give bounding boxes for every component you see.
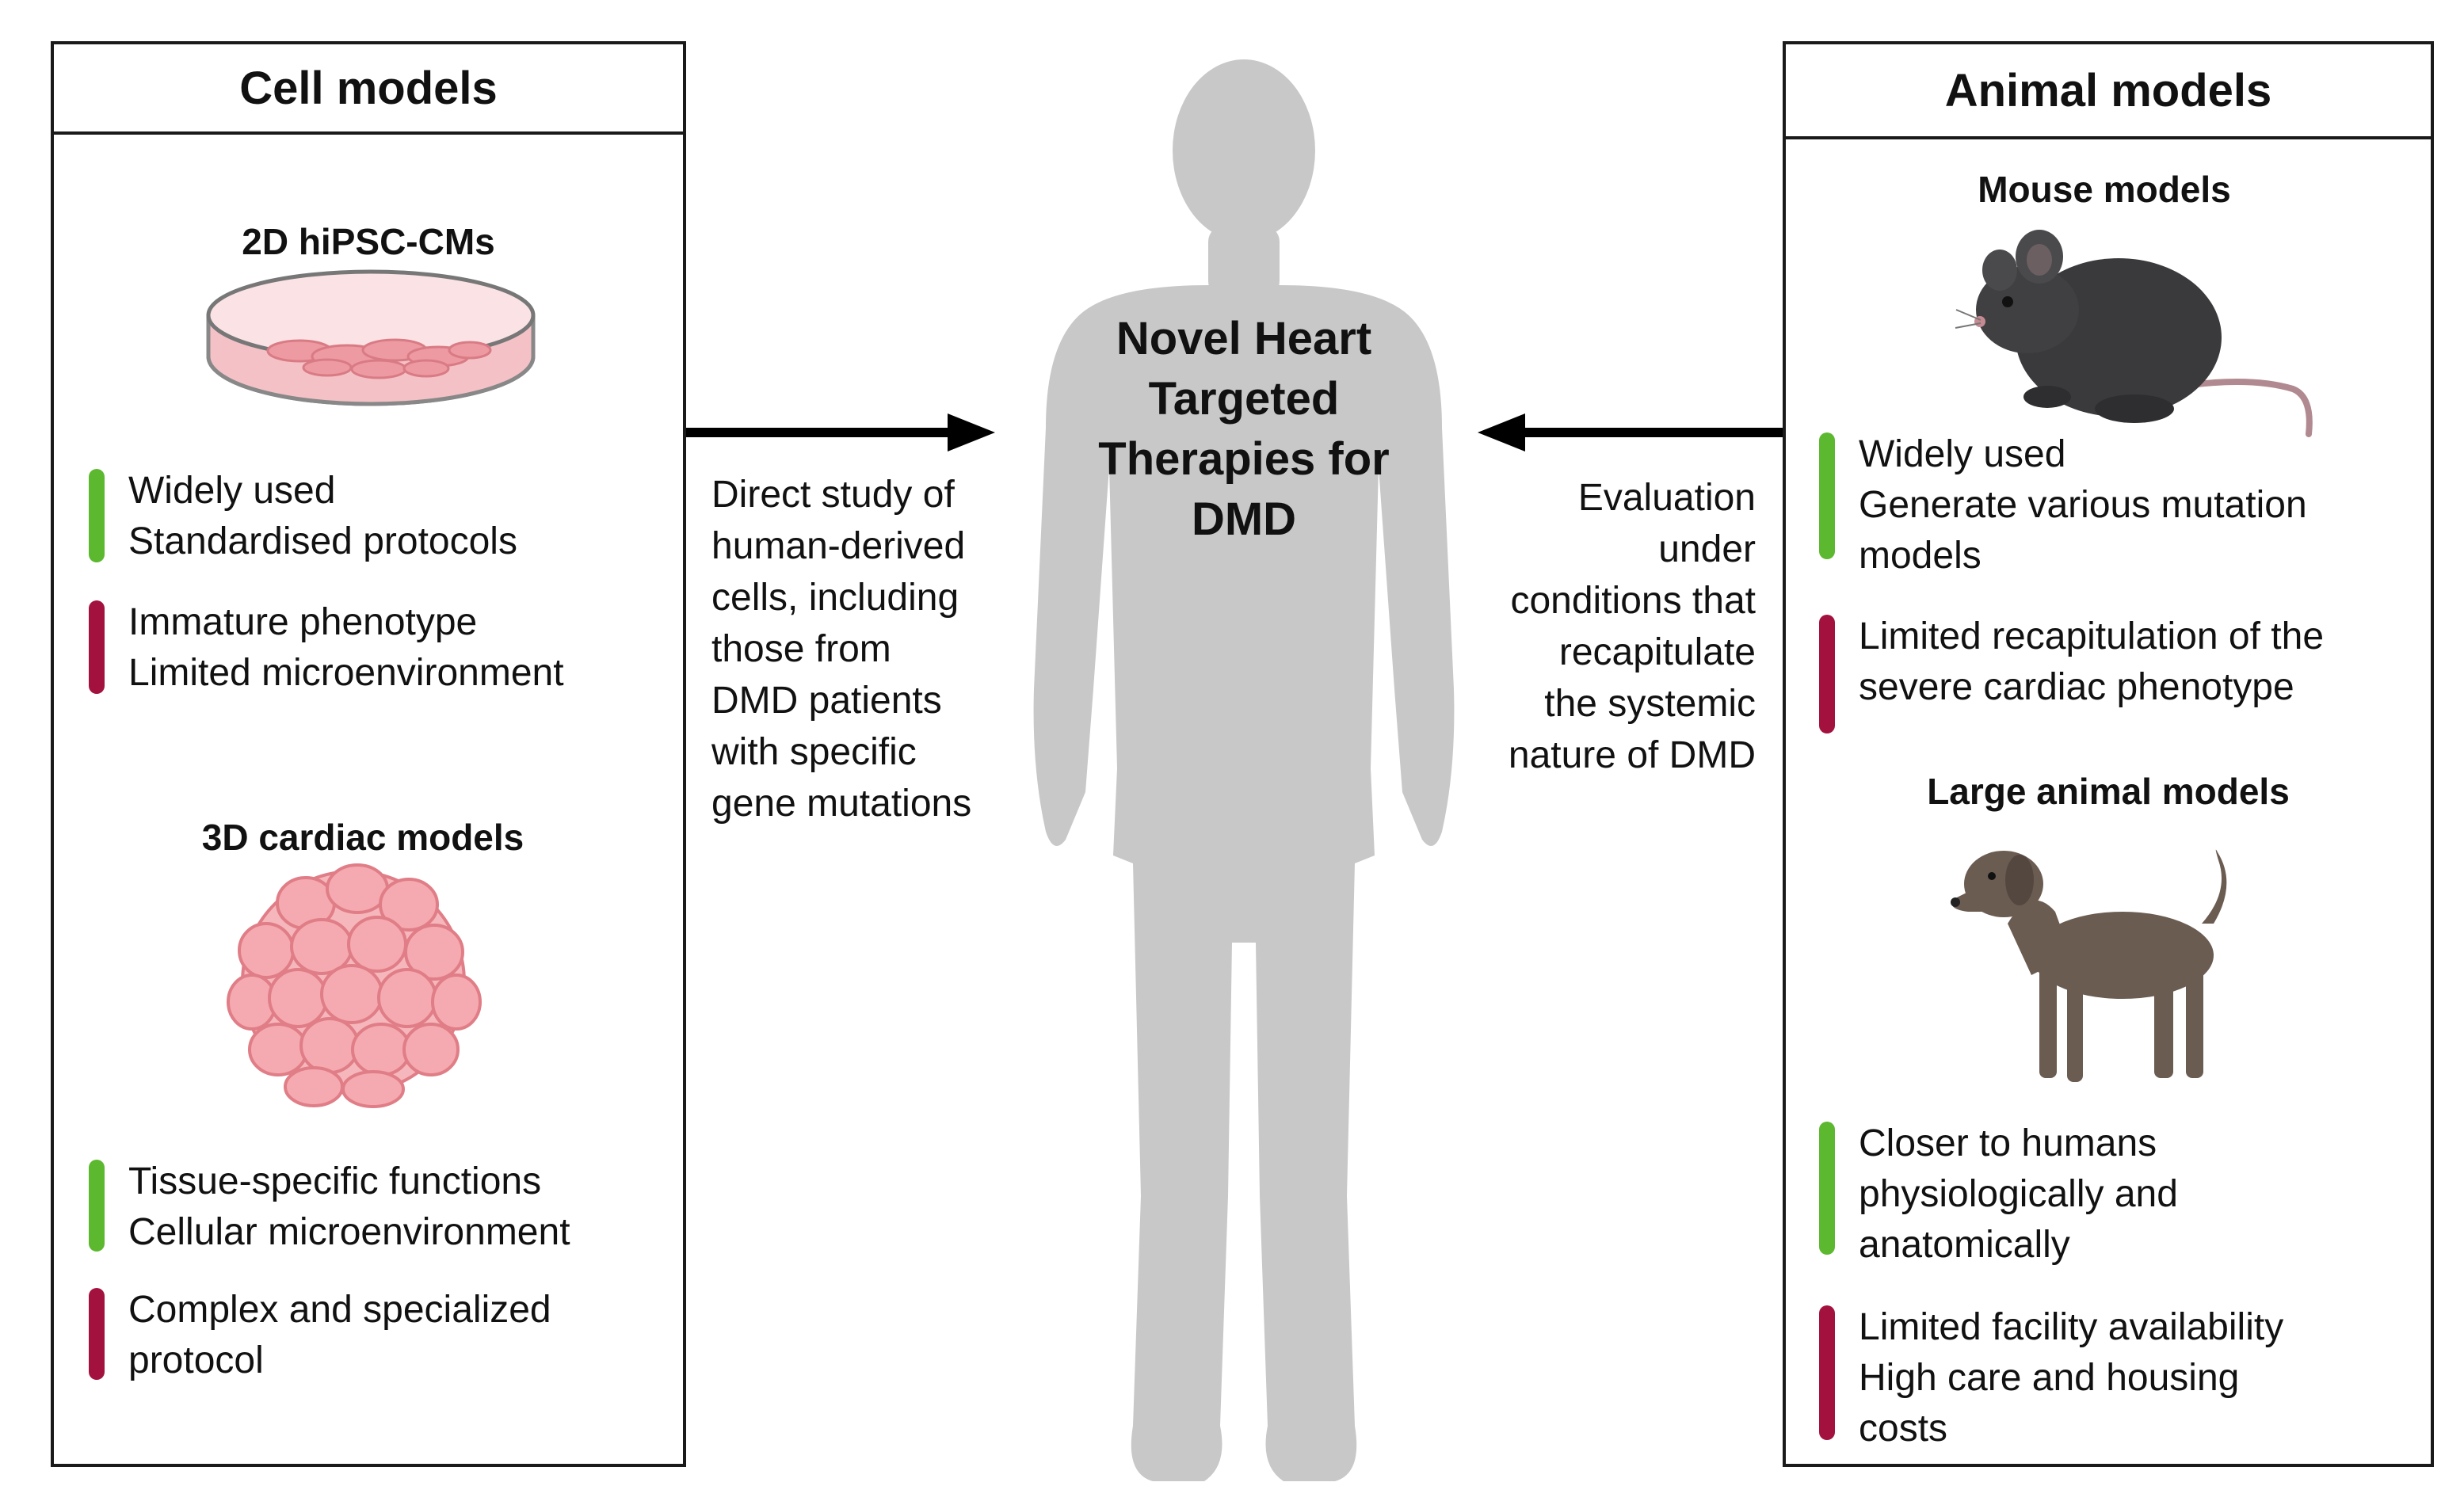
note-line: recapitulate bbox=[1558, 631, 1756, 673]
note-line: DMD patients bbox=[711, 680, 942, 722]
note-line: nature of DMD bbox=[1508, 734, 1756, 776]
mouse-models-title: Mouse models bbox=[1978, 169, 2231, 210]
bullet-text: Immature phenotype bbox=[128, 601, 478, 643]
bullet-text: costs bbox=[1859, 1408, 1948, 1450]
note-line: gene mutations bbox=[711, 783, 972, 825]
pro-bar bbox=[1819, 1122, 1835, 1255]
left-arrow-icon bbox=[1478, 413, 1787, 452]
large-animal-title: Large animal models bbox=[1927, 771, 2290, 812]
note-line: with specific bbox=[711, 731, 917, 773]
left-note: Direct study of human-derived cells, inc… bbox=[711, 469, 971, 829]
con-bar bbox=[89, 600, 105, 694]
pro-bar bbox=[1819, 432, 1835, 559]
cardiac-organoid-icon bbox=[227, 863, 482, 1108]
bullet-text: severe cardiac phenotype bbox=[1859, 666, 2294, 708]
bullet-text: Cellular microenvironment bbox=[128, 1211, 570, 1253]
note-line: human-derived bbox=[711, 525, 966, 567]
note-line: those from bbox=[711, 628, 891, 670]
center-title: Novel Heart Targeted Therapies for DMD bbox=[1030, 309, 1458, 550]
cell-models-panel: Cell models 2D hiPSC-CMs Widely used Sta… bbox=[51, 41, 686, 1467]
bullet-text: models bbox=[1859, 535, 1981, 577]
note-line: under bbox=[1658, 528, 1756, 570]
con-bar bbox=[1819, 615, 1835, 733]
bullet-text: Complex and specialized bbox=[128, 1289, 551, 1331]
animal-models-panel: Animal models Mouse models Widely used G… bbox=[1783, 41, 2434, 1467]
note-line: conditions that bbox=[1510, 580, 1756, 622]
bullet-text: protocol bbox=[128, 1339, 264, 1381]
center-title-line: Novel Heart bbox=[1116, 313, 1372, 364]
pro-bar bbox=[89, 1160, 105, 1252]
center-title-line: Targeted bbox=[1148, 373, 1340, 425]
note-line: Evaluation bbox=[1577, 477, 1756, 519]
petri-dish-icon bbox=[206, 269, 536, 406]
animal-models-title: Animal models bbox=[1786, 44, 2431, 139]
right-note: Evaluation under conditions that recapit… bbox=[1426, 472, 1756, 781]
bullet-text: Limited recapitulation of the bbox=[1859, 615, 2325, 657]
mouse-icon bbox=[1955, 230, 2313, 437]
bullet-text: Standardised protocols bbox=[128, 520, 517, 562]
note-line: cells, including bbox=[711, 577, 959, 619]
bullet-text: Limited facility availability bbox=[1859, 1306, 2284, 1348]
human-silhouette-icon bbox=[1033, 59, 1455, 1481]
bullet-text: Closer to humans bbox=[1859, 1122, 2157, 1164]
bullet-text: Widely used bbox=[1859, 433, 2066, 475]
con-bar bbox=[89, 1288, 105, 1380]
cell-models-title: Cell models bbox=[54, 44, 683, 135]
right-arrow-icon bbox=[686, 413, 995, 452]
pro-bar bbox=[89, 469, 105, 562]
bullet-text: physiologically and bbox=[1859, 1173, 2178, 1215]
3d-cardiac-title: 3D cardiac models bbox=[201, 817, 524, 858]
bullet-text: Tissue-specific functions bbox=[128, 1160, 542, 1202]
bullet-text: anatomically bbox=[1859, 1224, 2070, 1266]
bullet-text: Limited microenvironment bbox=[128, 652, 564, 694]
dog-icon bbox=[1951, 849, 2227, 1082]
center-title-line: DMD bbox=[1191, 493, 1297, 545]
con-bar bbox=[1819, 1305, 1835, 1440]
bullet-text: Generate various mutation bbox=[1859, 484, 2307, 526]
center-title-line: Therapies for bbox=[1098, 433, 1390, 485]
note-line: the systemic bbox=[1544, 683, 1756, 725]
bullet-text: Widely used bbox=[128, 470, 336, 512]
note-line: Direct study of bbox=[711, 474, 955, 516]
bullet-text: High care and housing bbox=[1859, 1357, 2240, 1399]
hipsc-cm-title: 2D hiPSC-CMs bbox=[242, 221, 495, 262]
